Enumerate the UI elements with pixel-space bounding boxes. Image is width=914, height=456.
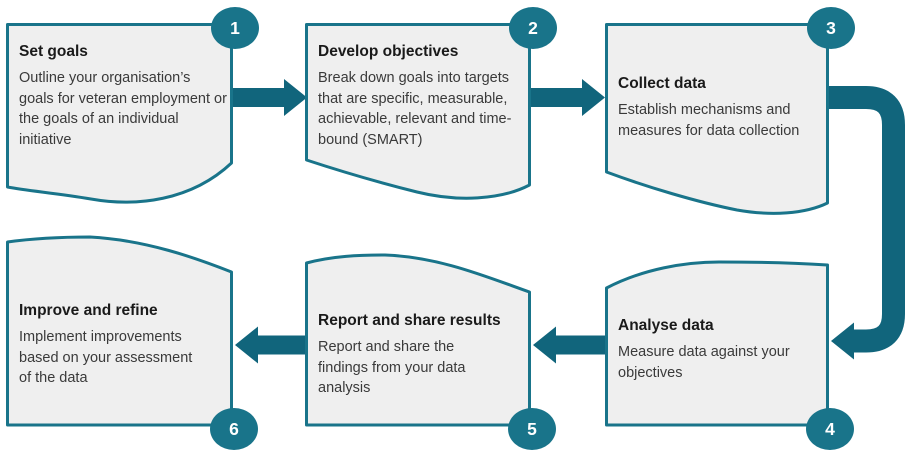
arrow-left-step3-to-step4-head-icon bbox=[831, 322, 854, 360]
wavy-box-shape bbox=[305, 253, 531, 427]
step-set-goals: Set goals Outline your organisation’s go… bbox=[6, 7, 259, 218]
wavy-box-shape bbox=[6, 235, 233, 427]
arrow-left-step5-to-step6-icon bbox=[235, 326, 307, 364]
step-description: Establish mechanisms and measures for da… bbox=[618, 102, 800, 139]
wavy-box-shape bbox=[605, 23, 829, 215]
arrow-right-step1-to-step2-icon bbox=[231, 79, 307, 116]
step-title: Develop objectives bbox=[318, 43, 459, 60]
step-title: Collect data bbox=[618, 75, 706, 92]
step-develop-objectives: Develop objectives Break down goals into… bbox=[305, 7, 557, 218]
step-improve-and-refine: Improve and refine Implement improvement… bbox=[6, 232, 258, 450]
step-content: Develop objectives Break down goals into… bbox=[318, 43, 527, 150]
arrow-left-step4-to-step5-icon bbox=[533, 326, 607, 364]
step-number-badge: 3 bbox=[807, 7, 855, 49]
step-number-badge: 5 bbox=[508, 408, 556, 450]
arrow-right-step2-to-step3-icon bbox=[529, 79, 605, 116]
step-description: Measure data against your objectives bbox=[618, 344, 790, 381]
step-description: Break down goals into targets that are s… bbox=[318, 70, 512, 148]
step-content: Improve and refine Implement improvement… bbox=[19, 302, 229, 389]
step-content: Analyse data Measure data against your o… bbox=[618, 317, 825, 383]
step-content: Collect data Establish mechanisms and me… bbox=[618, 75, 825, 141]
step-number-badge: 6 bbox=[210, 408, 258, 450]
step-description: Report and share the findings from your … bbox=[318, 339, 466, 396]
step-title: Improve and refine bbox=[19, 302, 158, 319]
step-analyse-data: Analyse data Measure data against your o… bbox=[605, 232, 854, 450]
step-content: Set goals Outline your organisation’s go… bbox=[19, 43, 229, 150]
step-number-badge: 2 bbox=[509, 7, 557, 49]
step-title: Analyse data bbox=[618, 317, 714, 334]
wavy-box-shape bbox=[6, 23, 233, 204]
connector-step3-to-step4-icon bbox=[826, 86, 905, 353]
step-number-badge: 1 bbox=[211, 7, 259, 49]
wavy-box-shape bbox=[305, 23, 531, 200]
step-title: Report and share results bbox=[318, 312, 501, 329]
step-report-and-share-results: Report and share results Report and shar… bbox=[305, 232, 556, 450]
step-collect-data: Collect data Establish mechanisms and me… bbox=[605, 7, 855, 218]
wavy-box-shape bbox=[605, 260, 829, 427]
step-title: Set goals bbox=[19, 43, 88, 60]
step-description: Outline your organisation’s goals for ve… bbox=[19, 70, 227, 148]
step-description: Implement improvements based on your ass… bbox=[19, 329, 193, 386]
step-content: Report and share results Report and shar… bbox=[318, 312, 527, 399]
step-number-badge: 4 bbox=[806, 408, 854, 450]
